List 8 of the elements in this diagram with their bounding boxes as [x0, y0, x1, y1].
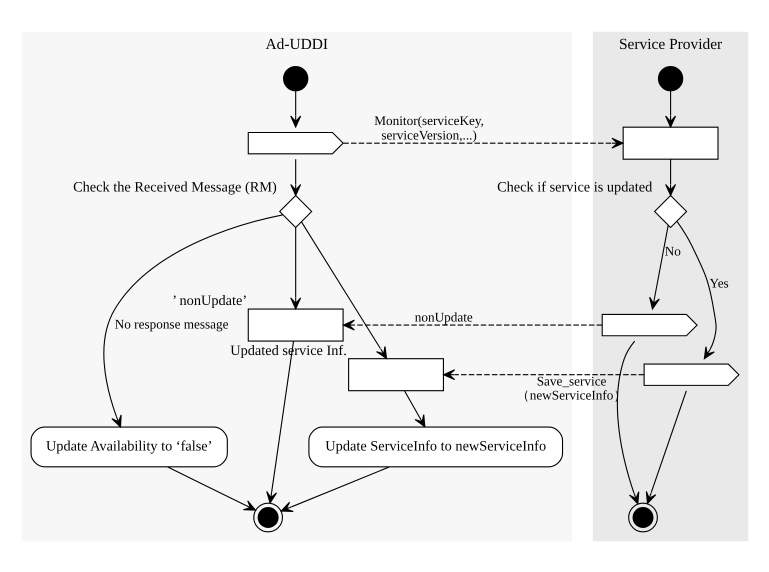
node-label: ’ nonUpdate’	[172, 292, 247, 309]
edge-label: No	[664, 243, 680, 258]
edge-label: nonUpdate	[414, 308, 472, 324]
node-label: Check the Received Message (RM)	[72, 179, 276, 196]
edge-label: No response message	[114, 316, 228, 332]
edge-label: Yes	[708, 275, 728, 290]
edge-label: Monitor(serviceKey, serviceVersion,...)	[374, 112, 484, 142]
node-label: Check if service is updated	[496, 179, 652, 196]
